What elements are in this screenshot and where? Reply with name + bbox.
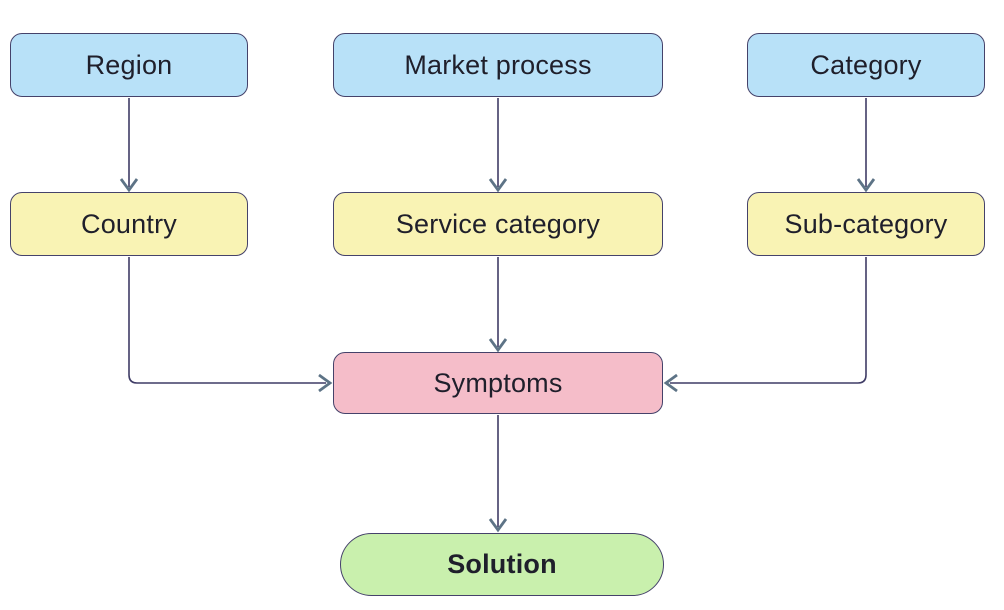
node-market-process: Market process	[333, 33, 663, 97]
node-sub-category-label: Sub-category	[784, 208, 948, 239]
arrow-market-process-service-category	[488, 98, 508, 193]
node-region: Region	[10, 33, 248, 97]
arrow-category-sub-category	[856, 98, 876, 193]
node-service-category: Service category	[333, 192, 663, 256]
node-country: Country	[10, 192, 248, 256]
node-solution: Solution	[340, 533, 664, 596]
node-country-label: Country	[81, 208, 177, 239]
node-symptoms: Symptoms	[333, 352, 663, 414]
node-sub-category: Sub-category	[747, 192, 985, 256]
arrow-country-symptoms	[128, 257, 333, 393]
node-service-category-label: Service category	[395, 208, 601, 239]
node-category-label: Category	[810, 49, 922, 80]
arrow-sub-category-symptoms	[663, 257, 867, 393]
node-region-label: Region	[85, 49, 173, 80]
arrow-symptoms-solution	[488, 415, 508, 533]
node-category: Category	[747, 33, 985, 97]
node-symptoms-label: Symptoms	[433, 367, 563, 398]
node-market-process-label: Market process	[404, 49, 592, 80]
arrow-region-country	[119, 98, 139, 193]
arrow-service-category-symptoms	[488, 257, 508, 353]
node-solution-label: Solution	[447, 549, 557, 579]
